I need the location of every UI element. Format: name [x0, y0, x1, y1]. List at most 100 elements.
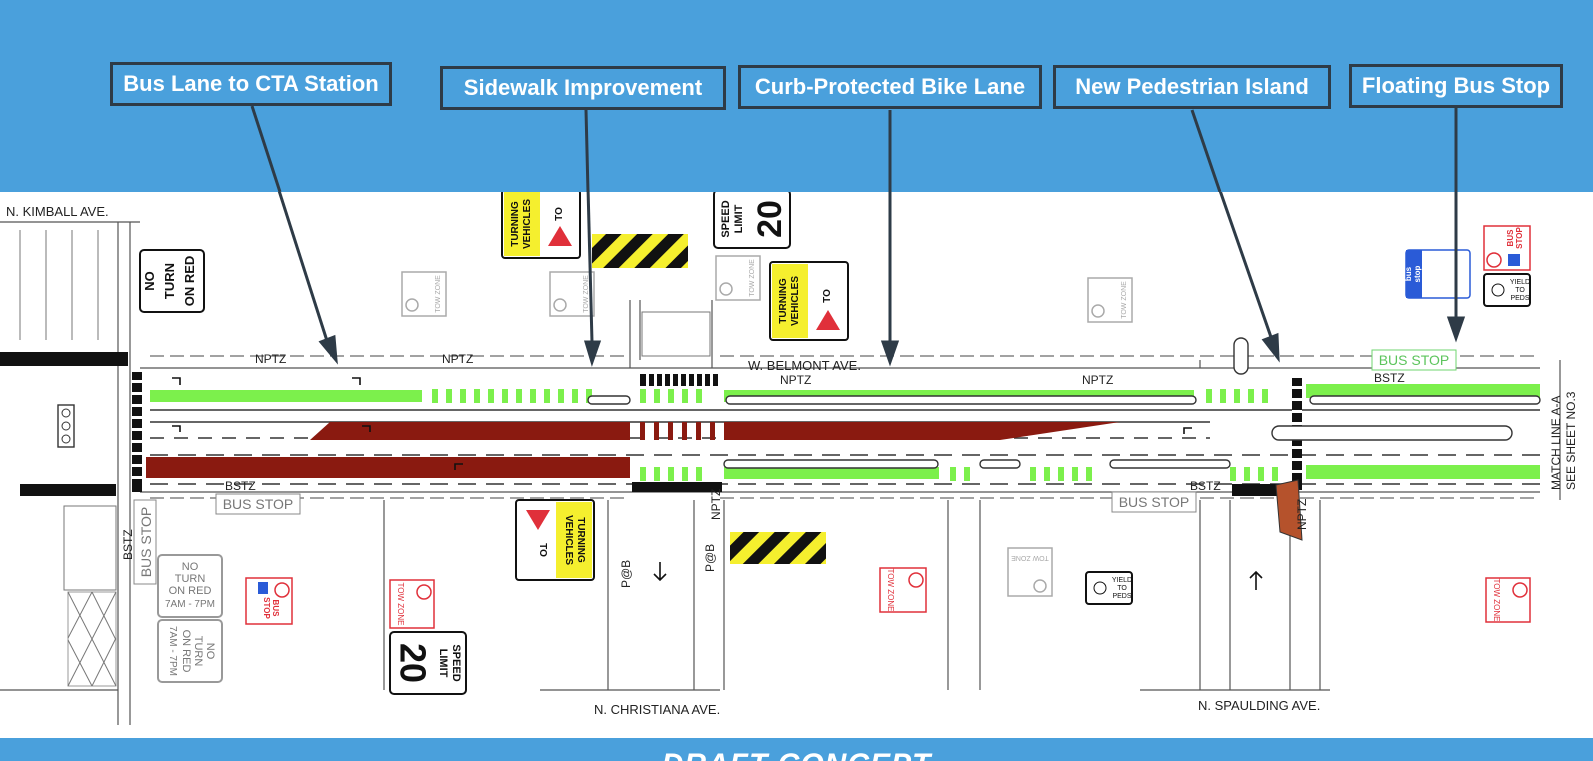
- small-island-south: [979, 459, 1021, 469]
- callout-sidewalk-improvement: Sidewalk Improvement: [440, 66, 726, 110]
- svg-text:SPEED: SPEED: [720, 200, 732, 237]
- svg-text:YIELD: YIELD: [1510, 279, 1530, 286]
- svg-text:YIELD: YIELD: [1112, 577, 1132, 584]
- svg-text:NO: NO: [204, 643, 216, 660]
- svg-text:7AM - 7PM: 7AM - 7PM: [165, 599, 215, 610]
- marking-nptz-5: NPTZ: [709, 489, 723, 520]
- grey-parking-signs: [401, 255, 1133, 597]
- svg-text:NO: NO: [142, 271, 157, 291]
- lane-arrows: [172, 377, 1263, 590]
- svg-text:BUS: BUS: [1506, 229, 1515, 247]
- pedestrian-bollard: [1233, 337, 1249, 375]
- callout-pedestrian-island: New Pedestrian Island: [1053, 65, 1331, 109]
- callout-bike-lane: Curb-Protected Bike Lane: [738, 65, 1042, 109]
- draft-concept-label: DRAFT CONCEPT: [0, 748, 1593, 761]
- tow-zone-sign-3: TOW ZONE: [1485, 577, 1531, 623]
- svg-text:TO: TO: [1515, 287, 1525, 294]
- bike-lane-dashes: [432, 389, 1278, 481]
- marking-bstz-4: BSTZ: [121, 529, 135, 560]
- svg-text:LIMIT: LIMIT: [437, 649, 449, 678]
- tow-zone-sign-1: TOW ZONE: [389, 579, 435, 629]
- svg-text:BUS STOP: BUS STOP: [1379, 352, 1450, 368]
- marking-bstz-3: BSTZ: [1190, 479, 1221, 493]
- svg-text:STOP: STOP: [262, 597, 271, 619]
- floating-bus-island-south: [1109, 459, 1231, 469]
- street-label-christiana: N. CHRISTIANA AVE.: [594, 702, 720, 717]
- grey-tow-label-3: TOW ZONE: [749, 259, 756, 297]
- svg-text:STOP: STOP: [1515, 227, 1524, 249]
- svg-text:VEHICLES: VEHICLES: [563, 515, 574, 565]
- svg-text:TOW ZONE: TOW ZONE: [886, 569, 895, 612]
- svg-text:TO: TO: [537, 543, 548, 557]
- svg-text:NO: NO: [182, 561, 199, 573]
- bus-lane-crossing-dashes: [640, 422, 715, 440]
- bus-stop-marking-east: BUS STOP: [1111, 491, 1197, 513]
- svg-text:BUS STOP: BUS STOP: [223, 496, 294, 512]
- marking-nptz-6: NPTZ: [1295, 499, 1309, 530]
- marking-nptz-4: NPTZ: [1082, 373, 1113, 387]
- bus-stop-tow-sign-south: BUS STOP: [245, 577, 293, 625]
- svg-text:TURNING: TURNING: [575, 517, 586, 563]
- street-label-spaulding: N. SPAULDING AVE.: [1198, 698, 1320, 713]
- callout-bus-lane: Bus Lane to CTA Station: [110, 62, 392, 106]
- svg-text:VEHICLES: VEHICLES: [522, 199, 533, 249]
- grey-tow-label-2: TOW ZONE: [583, 275, 590, 313]
- bus-lane-westbound-east: [724, 422, 1120, 440]
- turning-vehicles-sign-1: TURNING VEHICLES TO: [501, 189, 581, 259]
- street-label-kimball: N. KIMBALL AVE.: [6, 204, 109, 219]
- marking-nptz-2: NPTZ: [442, 352, 473, 366]
- marking-nptz-3: NPTZ: [780, 373, 811, 387]
- callout-floating-bus-stop: Floating Bus Stop: [1349, 64, 1563, 108]
- svg-text:TURNING: TURNING: [778, 278, 789, 324]
- svg-text:TO: TO: [1117, 585, 1127, 592]
- bus-lanes: [146, 422, 1120, 478]
- grey-tow-label-1: TOW ZONE: [435, 275, 442, 313]
- median-island-west: [587, 395, 631, 405]
- floating-bus-island-north: [1309, 395, 1541, 405]
- cta-bus-stop-sign: bus stop: [1404, 249, 1471, 299]
- svg-text:bus: bus: [1404, 266, 1413, 281]
- grey-tow-label-5: TOW ZONE: [1011, 554, 1049, 561]
- hazard-marker-north: [592, 234, 688, 268]
- svg-text:TURN: TURN: [192, 636, 204, 667]
- tow-zone-sign-2: TOW ZONE: [879, 567, 927, 613]
- no-turn-on-red-sign: NO TURN ON RED: [139, 249, 205, 313]
- bus-stop-marking-west: BUS STOP: [215, 493, 301, 515]
- svg-text:PEDS: PEDS: [1112, 593, 1131, 600]
- svg-text:TOW ZONE: TOW ZONE: [396, 583, 405, 626]
- marking-pab-2: P@B: [703, 544, 717, 572]
- hazard-marker-south: [730, 532, 826, 564]
- street-label-belmont: W. BELMONT AVE.: [748, 358, 861, 373]
- speed-limit-sign-north: SPEED LIMIT 20: [713, 189, 791, 249]
- center-pedestrian-island: [1271, 425, 1513, 441]
- svg-text:20: 20: [392, 643, 433, 683]
- svg-text:SPEED: SPEED: [450, 644, 462, 681]
- bus-stop-tow-sign-north: BUS STOP: [1483, 225, 1531, 271]
- curb-lines: [0, 221, 1561, 725]
- turning-vehicles-sign-2: TURNING VEHICLES TO: [769, 261, 849, 341]
- svg-text:BUS: BUS: [271, 600, 280, 618]
- svg-text:ON RED: ON RED: [182, 256, 197, 307]
- marking-pab: P@B: [619, 560, 633, 588]
- marking-bstz-1: BSTZ: [225, 479, 256, 493]
- building-lines: [19, 230, 711, 687]
- bike-buffer-island-south: [723, 459, 939, 469]
- pedestrian-refuge-curb: [1275, 479, 1303, 541]
- bus-lane-eastbound: [146, 457, 630, 478]
- no-turn-on-red-timed-sign: NO TURN ON RED 7AM - 7PM NO TURN ON RED …: [157, 554, 223, 683]
- traffic-signal-icon: [57, 404, 75, 448]
- turning-vehicles-sign-3: TURNING VEHICLES TO: [515, 499, 595, 581]
- svg-text:PEDS: PEDS: [1510, 295, 1529, 302]
- svg-text:TURN: TURN: [162, 263, 177, 299]
- bus-lane-westbound-west: [310, 422, 630, 440]
- svg-text:TO: TO: [822, 289, 833, 303]
- callout-leaders-top: [250, 105, 1458, 192]
- islands: [587, 337, 1541, 469]
- marking-bstz-2: BSTZ: [1374, 371, 1405, 385]
- match-line-label: MATCH LINE A-A: [1549, 396, 1563, 490]
- marking-nptz-1: NPTZ: [255, 352, 286, 366]
- bike-lane-south-mid: [724, 467, 939, 479]
